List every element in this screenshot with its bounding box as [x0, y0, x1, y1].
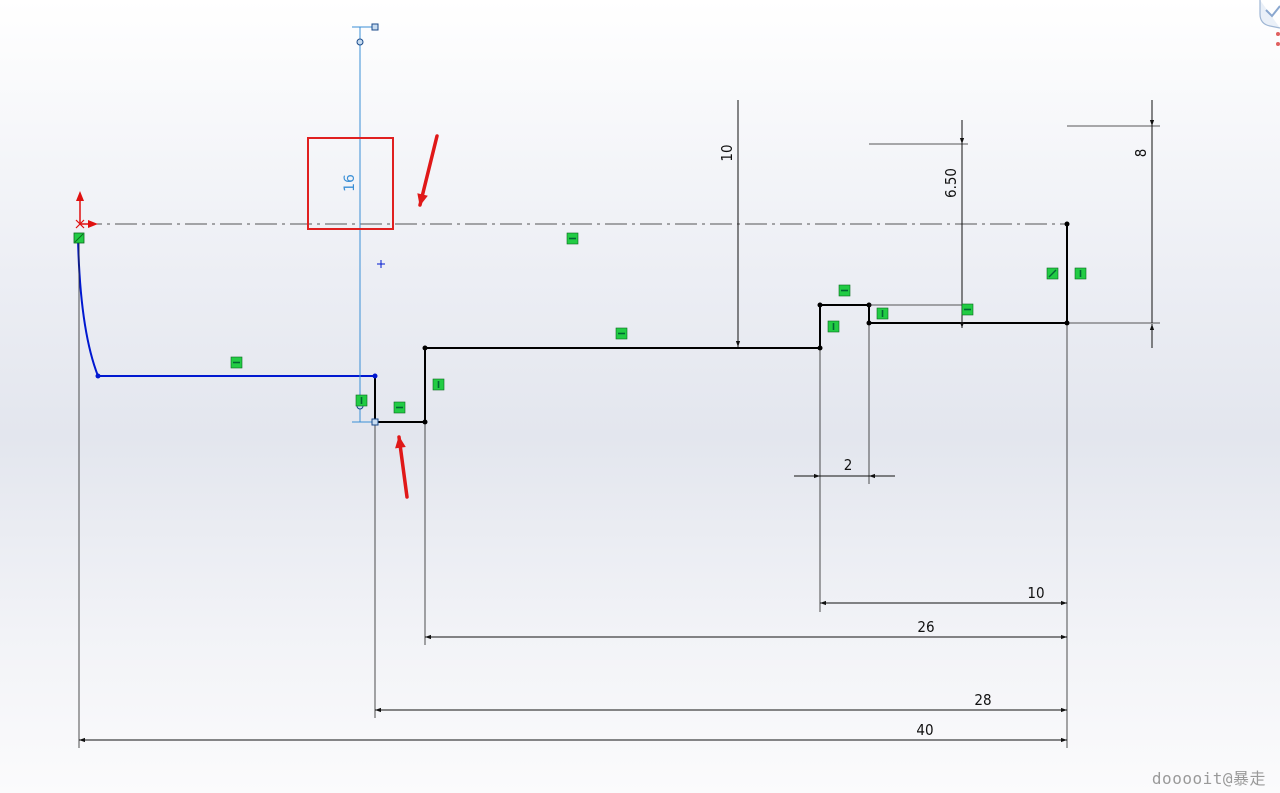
- vertical-relation-icon: [1074, 267, 1087, 280]
- horizontal-relation-icon: [230, 356, 243, 369]
- dimension-10-horizontal[interactable]: 10: [1027, 584, 1044, 602]
- coincident-relation-icon: [1046, 267, 1059, 280]
- sketch-point: [817, 345, 823, 351]
- sketch-point: [422, 419, 428, 425]
- drag-handle: [371, 418, 379, 426]
- sketch-point: [422, 345, 428, 351]
- horizontal-relation-icon: [566, 232, 579, 245]
- confirm-corner-icon[interactable]: [1228, 0, 1280, 48]
- extension-lines: [78, 125, 1160, 748]
- annotation-arrow-top: [417, 134, 439, 207]
- dimension-16[interactable]: 16: [342, 174, 358, 192]
- watermark: dooooit@暴走: [1151, 769, 1266, 788]
- annotation-arrow-bottom: [395, 435, 409, 499]
- plus-marker: [377, 260, 385, 268]
- dimension-28[interactable]: 28: [974, 691, 991, 709]
- horizontal-relation-icon: [393, 401, 406, 414]
- relation-markers[interactable]: [230, 232, 1087, 414]
- vertical-relation-icon: [876, 307, 889, 320]
- arrow-handle: [356, 38, 364, 46]
- dimension-40[interactable]: 40: [916, 721, 933, 739]
- dimension-2[interactable]: 2: [844, 456, 853, 474]
- dimension-lines: [79, 100, 1155, 743]
- sketch-profile[interactable]: [374, 224, 1068, 423]
- dimension-26[interactable]: 26: [917, 618, 934, 636]
- highlight-box: [307, 137, 394, 230]
- sketch-point: [95, 373, 101, 379]
- sketch-point: [1064, 320, 1070, 326]
- horizontal-relation-icon: [838, 284, 851, 297]
- sketch-points[interactable]: [95, 221, 1070, 425]
- sketch-point: [817, 302, 823, 308]
- vertical-relation-icon: [827, 320, 840, 333]
- sketch-point: [866, 320, 872, 326]
- selected-arc[interactable]: [77, 237, 99, 377]
- dimension-10-vertical[interactable]: 10: [718, 144, 736, 161]
- dimension-8[interactable]: 8: [1132, 149, 1150, 158]
- horizontal-relation-icon: [961, 303, 974, 316]
- horizontal-relation-icon: [615, 327, 628, 340]
- vertical-relation-icon: [355, 394, 368, 407]
- sketch-point: [372, 373, 378, 379]
- dimension-6-50[interactable]: 6.50: [942, 168, 960, 198]
- vertical-relation-icon: [432, 378, 445, 391]
- origin-icon[interactable]: [73, 191, 98, 244]
- sketch-point: [1064, 221, 1070, 227]
- drag-handle: [371, 23, 379, 31]
